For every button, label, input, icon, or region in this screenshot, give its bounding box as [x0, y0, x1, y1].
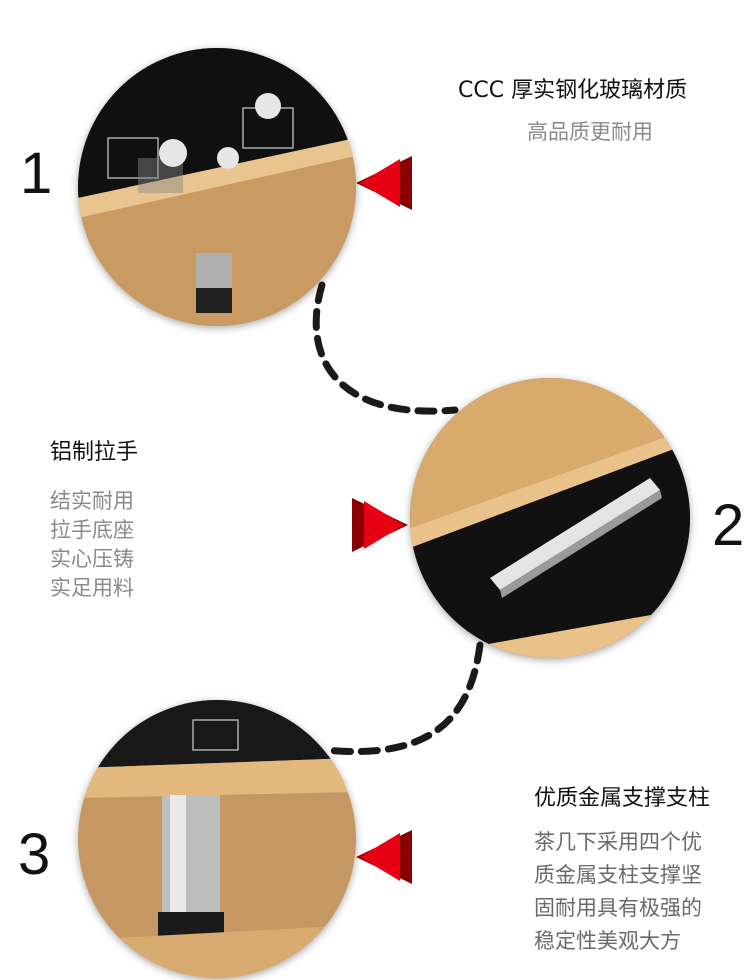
feature-1-title: CCC 厚实钢化玻璃材质: [458, 78, 688, 103]
feature-number-3: 3: [18, 822, 51, 887]
arrow-right-icon: [352, 498, 408, 552]
feature-number-2: 2: [712, 493, 745, 558]
feature-2-desc-line-4: 实足用料: [50, 576, 134, 600]
feature-3-desc-line-3: 固耐用具有极强的: [534, 896, 702, 920]
feature-number-1: 1: [20, 141, 53, 206]
feature-3-title: 优质金属支撑支柱: [534, 786, 711, 811]
aluminum-handle-photo: [410, 378, 690, 658]
arrow-left-icon: [356, 156, 412, 210]
feature-2-title: 铝制拉手: [50, 440, 139, 465]
feature-3-desc-line-4: 稳定性美观大方: [534, 929, 681, 953]
feature-2-desc-line-3: 实心压铸: [50, 547, 134, 571]
feature-2-desc-line-2: 拉手底座: [50, 518, 134, 542]
metal-support-pillar-photo: [78, 700, 356, 978]
glass-top-photo: [78, 48, 356, 326]
feature-3-desc-line-1: 茶几下采用四个优: [534, 830, 702, 854]
arrow-left-icon: [356, 830, 412, 884]
feature-3-desc-line-2: 质金属支柱支撑坚: [534, 863, 702, 887]
feature-2-desc-line-1: 结实耐用: [50, 489, 134, 513]
feature-1-desc-line-1: 高品质更耐用: [527, 120, 653, 144]
